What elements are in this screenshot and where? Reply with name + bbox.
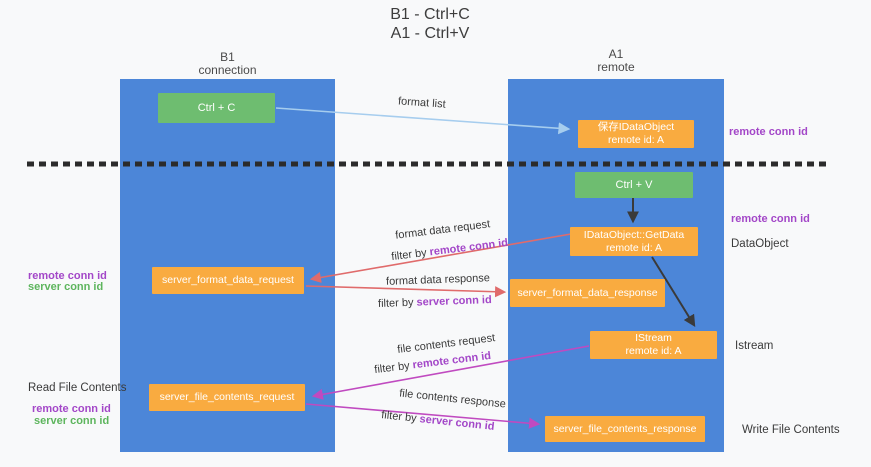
node-server-file-contents-response: server_file_contents_response [545,416,705,442]
label-format-data-response-text: format data response [385,272,491,288]
title-line-2: A1 - Ctrl+V [390,25,470,42]
node-save-dataobject-line1: 保存IDataObject [597,121,675,133]
remote-conn-id-text-3: remote conn id [729,126,808,138]
right-label-remote-conn-id-top: remote conn id [729,126,808,138]
node-istream-line1: IStream [635,332,672,344]
node-ctrl-c: Ctrl + C [158,93,275,123]
istream-text: Istream [735,340,774,352]
left-label-remote-conn-id-mid: remote conn id [28,270,107,282]
read-file-contents-text: Read File Contents [28,382,127,394]
left-label-server-conn-id-mid: server conn id [28,281,103,293]
left-label-remote-conn-id-bottom: remote conn id [32,403,111,415]
node-server-format-data-response-label: server_format_data_response [517,286,658,299]
remote-conn-id-text-5: remote conn id [28,270,107,282]
server-conn-id-text-3: server conn id [28,281,104,293]
remote-conn-id-text-2: remote conn id [411,349,492,372]
diagram-title: B1 - Ctrl+C A1 - Ctrl+V [280,5,580,43]
node-save-dataobject-line2: remote id: A [607,134,665,146]
node-server-format-data-request-label: server_format_data_request [162,274,294,286]
node-getdata: IDataObject::GetData remote id: A [570,227,698,256]
node-istream-line2: remote id: A [625,345,682,357]
node-server-file-contents-request-label: server_file_contents_request [159,391,295,403]
column-b1-role: connection [198,63,257,77]
column-header-a1: A1 remote [508,48,724,74]
column-b1-name: B1 [220,50,235,64]
remote-conn-id-text-1: remote conn id [428,236,509,259]
label-file-contents-response-text: file contents response [398,387,507,411]
write-file-contents-text: Write File Contents [742,424,840,436]
node-server-file-contents-request: server_file_contents_request [149,384,305,411]
remote-conn-id-text-6: remote conn id [32,403,111,415]
right-label-remote-conn-id-mid: remote conn id [731,213,810,225]
dataobject-text: DataObject [731,238,789,250]
node-getdata-line2: remote id: A [605,241,663,254]
label-filter-remote-conn-1: filter by remote conn id [391,237,509,263]
node-server-format-data-request: server_format_data_request [152,267,304,294]
filter-by-text-3: filter by [373,359,414,377]
node-ctrl-c-label: Ctrl + C [197,101,236,114]
server-conn-id-text-4: server conn id [34,415,110,427]
remote-conn-id-text-4: remote conn id [731,213,810,225]
node-ctrl-v: Ctrl + V [575,172,693,198]
right-label-dataobject: DataObject [731,238,789,250]
label-format-list-text: format list [397,95,447,111]
filter-by-text-1: filter by [390,246,431,264]
right-label-write-file-contents: Write File Contents [742,424,840,436]
left-label-read-file-contents: Read File Contents [28,382,126,394]
left-label-server-conn-id-bottom: server conn id [34,415,109,427]
filter-by-text-2: filter by [377,296,417,310]
node-istream: IStream remote id: A [590,331,717,359]
filter-by-text-4: filter by [380,409,421,426]
node-save-dataobject: 保存IDataObject remote id: A [578,120,694,148]
node-getdata-line1: IDataObject::GetData [583,228,685,241]
column-header-b1: B1 connection [120,51,335,77]
label-filter-server-conn-1: filter by server conn id [378,294,492,310]
label-file-contents-response: file contents response [399,387,507,410]
label-format-data-request: format data request [395,218,491,242]
column-a1-name: A1 [608,47,624,61]
node-server-file-contents-response-label: server_file_contents_response [553,422,697,435]
node-server-format-data-response: server_format_data_response [510,279,665,307]
server-conn-id-text-2: server conn id [418,413,496,433]
label-format-data-request-text: format data request [394,218,491,242]
right-label-istream: Istream [735,340,773,352]
label-filter-server-conn-2: filter by server conn id [381,409,495,433]
label-filter-remote-conn-2: filter by remote conn id [374,350,492,376]
label-format-list: format list [398,95,446,110]
node-ctrl-v-label: Ctrl + V [615,178,653,191]
column-a1-role: remote [597,60,635,74]
title-line-1: B1 - Ctrl+C [390,6,470,23]
server-conn-id-text-1: server conn id [416,294,492,309]
label-format-data-response: format data response [386,272,490,288]
